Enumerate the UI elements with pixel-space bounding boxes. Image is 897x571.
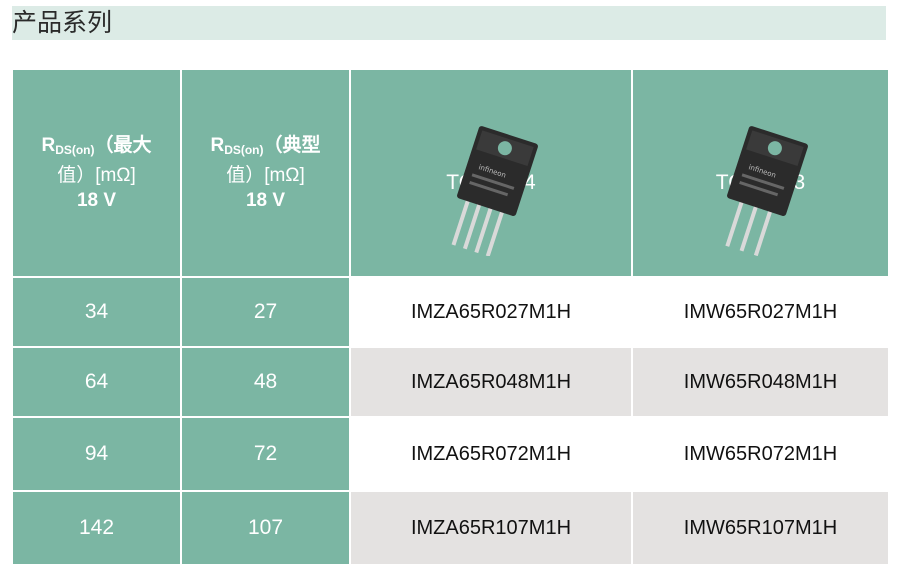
rds-max-cell: 142 (11, 490, 182, 566)
rds-typ-cell: 107 (180, 490, 351, 566)
header-to247-4: TO-247-4 infineon (349, 68, 633, 278)
part-number-to247-3: IMW65R027M1H (631, 276, 890, 348)
header-to247-3: TO-247-3 infineon (631, 68, 890, 278)
table-row: 94 72 IMZA65R072M1H IMW65R072M1H (11, 416, 890, 492)
part-number-to247-4: IMZA65R048M1H (349, 346, 633, 418)
rds-max-cell: 64 (11, 346, 182, 418)
table-row: 64 48 IMZA65R048M1H IMW65R048M1H (11, 346, 890, 418)
table-row: 34 27 IMZA65R027M1H IMW65R027M1H (11, 276, 890, 348)
part-number-to247-4: IMZA65R072M1H (349, 416, 633, 492)
part-number-to247-4: IMZA65R107M1H (349, 490, 633, 566)
header-row: RDS(on)（最大 值）[mΩ] 18 V RDS(on)（典型 值）[mΩ]… (11, 68, 890, 278)
product-table: RDS(on)（最大 值）[mΩ] 18 V RDS(on)（典型 值）[mΩ]… (11, 68, 890, 566)
part-number-to247-3: IMW65R048M1H (631, 346, 890, 418)
part-number-to247-3: IMW65R072M1H (631, 416, 890, 492)
section-title-bar: 产品系列 (12, 6, 886, 40)
rds-max-cell: 94 (11, 416, 182, 492)
header-rds-typ: RDS(on)（典型 值）[mΩ] 18 V (180, 68, 351, 278)
header-rds-max: RDS(on)（最大 值）[mΩ] 18 V (11, 68, 182, 278)
part-number-to247-4: IMZA65R027M1H (349, 276, 633, 348)
rds-max-cell: 34 (11, 276, 182, 348)
rds-typ-cell: 72 (180, 416, 351, 492)
section-title: 产品系列 (12, 8, 113, 37)
part-number-to247-3: IMW65R107M1H (631, 490, 890, 566)
rds-typ-cell: 48 (180, 346, 351, 418)
table-row: 142 107 IMZA65R107M1H IMW65R107M1H (11, 490, 890, 566)
rds-typ-cell: 27 (180, 276, 351, 348)
to247-3-package-image: infineon (724, 126, 808, 256)
to247-4-package-image: infineon (451, 126, 538, 256)
